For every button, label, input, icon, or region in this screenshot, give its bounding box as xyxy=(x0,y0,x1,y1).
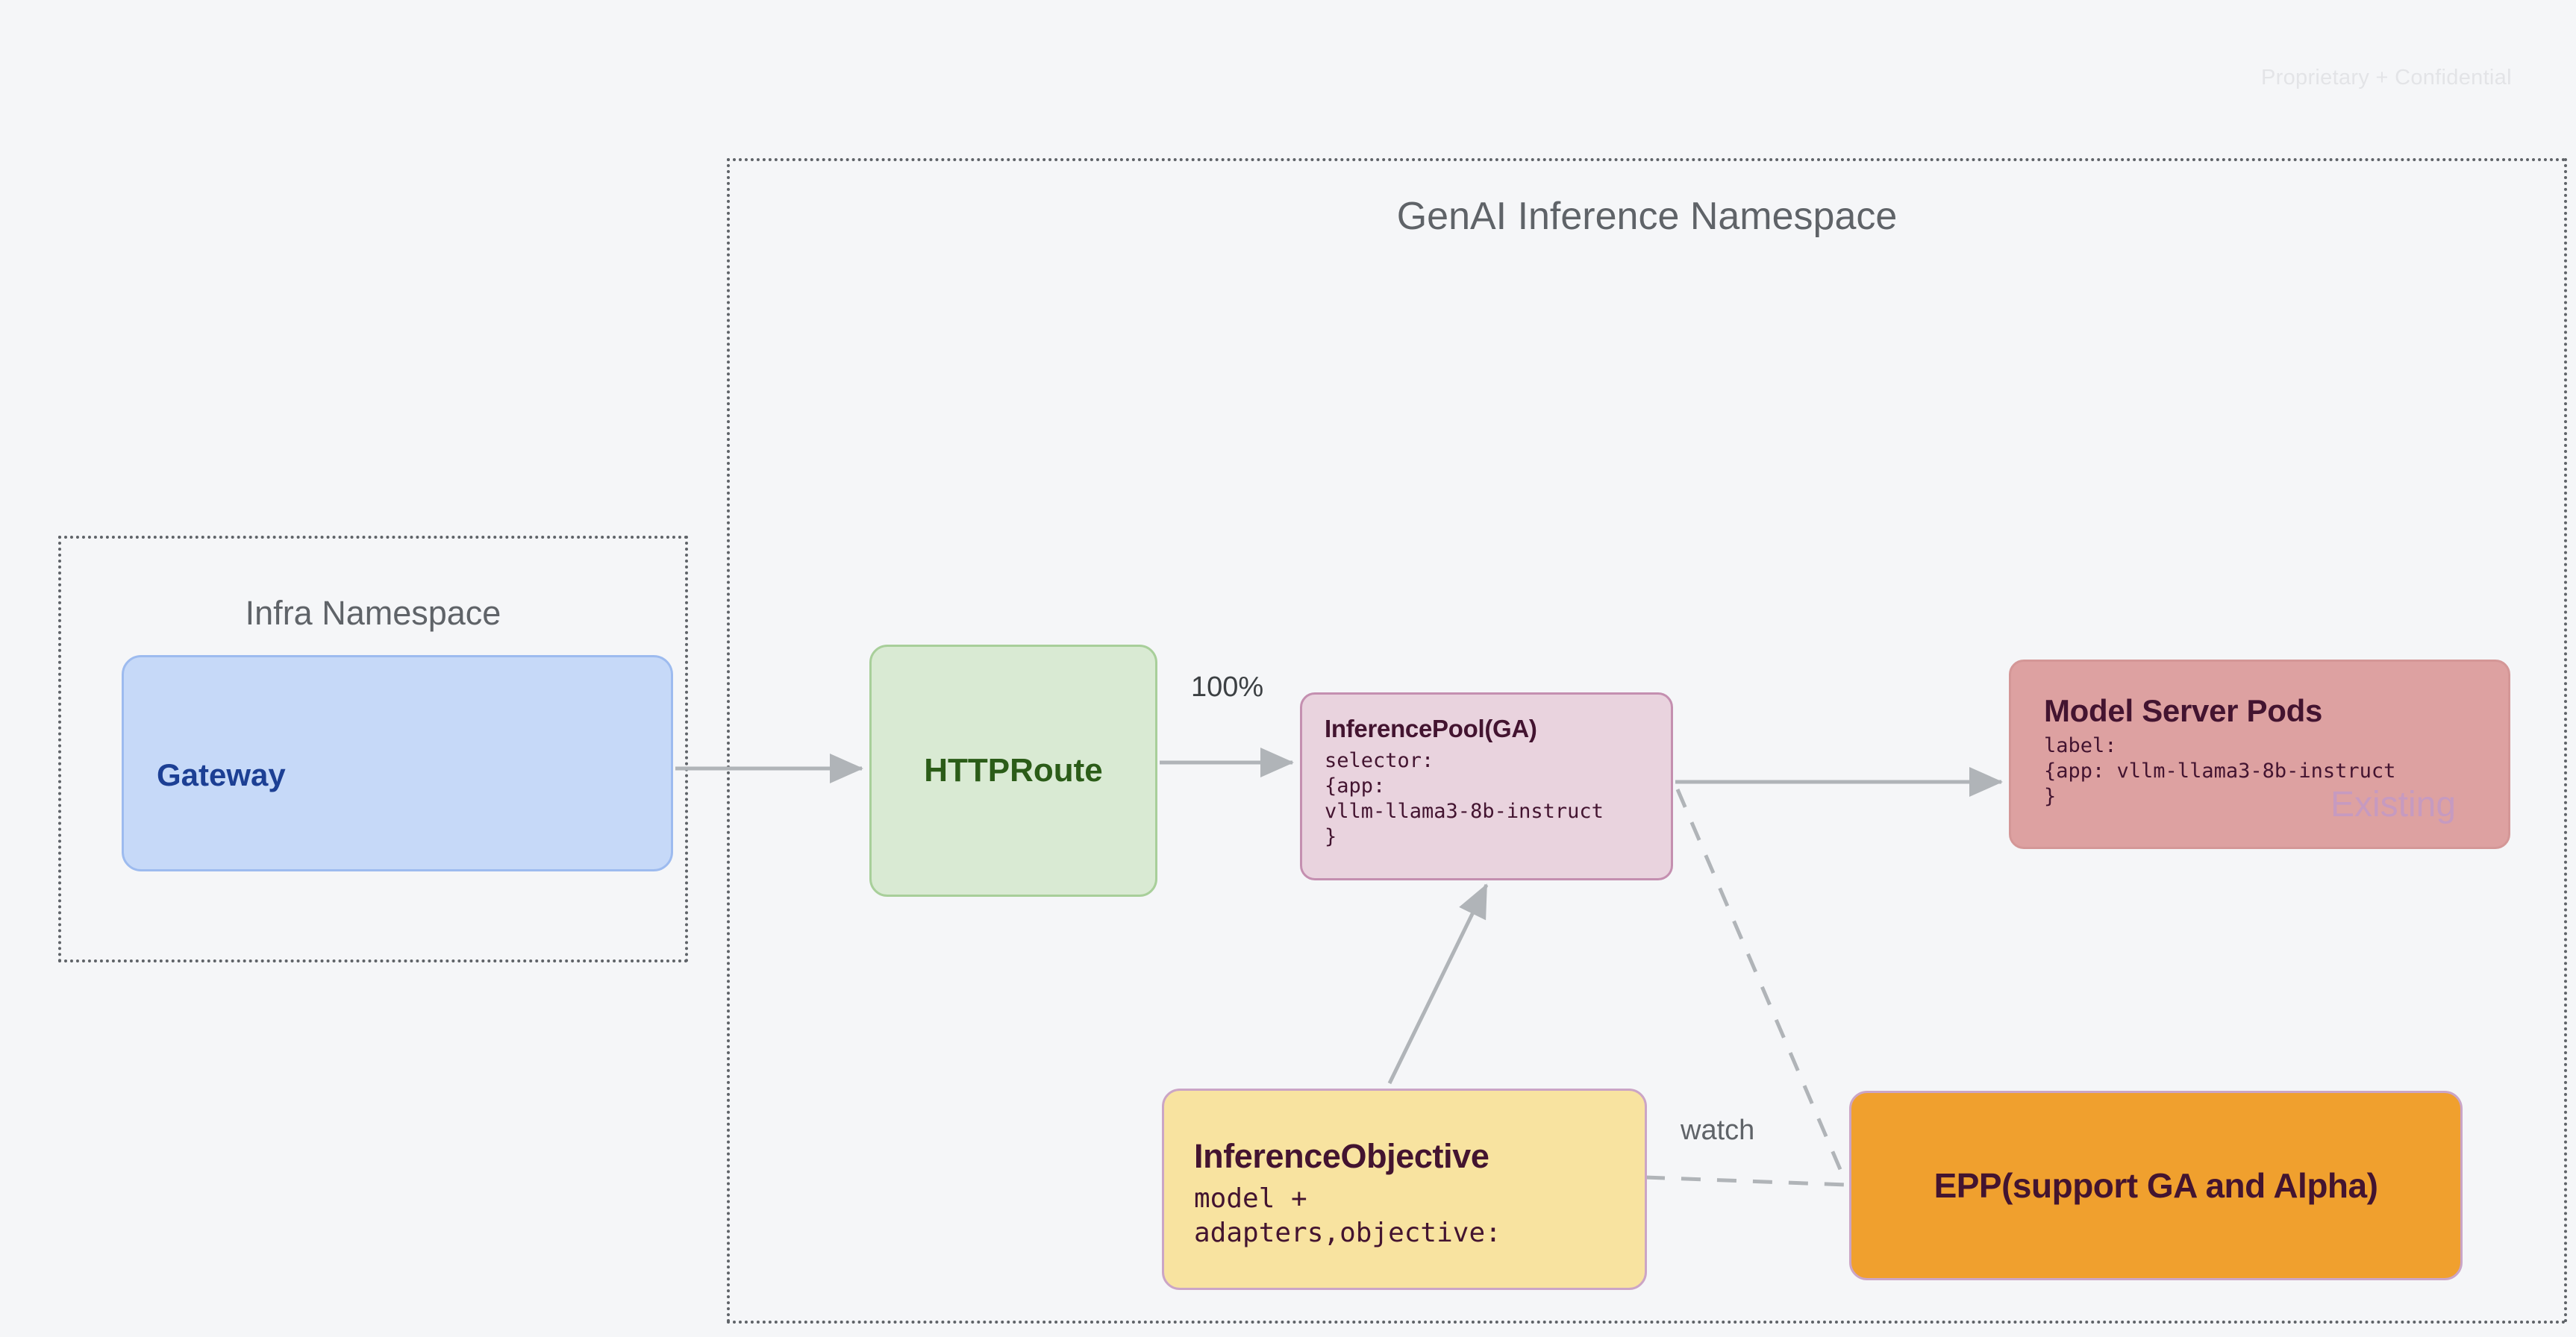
node-inference-objective-title: InferenceObjective xyxy=(1194,1137,1489,1175)
node-inference-pool-code: selector: {app: vllm-llama3-8b-instruct … xyxy=(1325,749,1604,848)
node-model-server-pods[interactable]: Model Server Pods label: {app: vllm-llam… xyxy=(2009,660,2510,849)
namespace-genai-title: GenAI Inference Namespace xyxy=(1396,195,1898,238)
node-model-server-pods-code: label: {app: vllm-llama3-8b-instruct } xyxy=(2044,734,2396,808)
node-gateway[interactable]: Gateway xyxy=(122,655,673,871)
namespace-genai: GenAI Inference Namespace xyxy=(727,158,2567,1324)
node-epp-title: EPP(support GA and Alpha) xyxy=(1933,1166,2378,1205)
edge-label-traffic-weight: 100% xyxy=(1191,671,1264,703)
namespace-infra: Infra Namespace xyxy=(58,536,688,962)
node-epp[interactable]: EPP(support GA and Alpha) xyxy=(1849,1091,2463,1280)
node-gateway-title: Gateway xyxy=(157,757,286,792)
namespace-infra-title: Infra Namespace xyxy=(245,594,501,632)
node-inference-objective-code: model + adapters,objective: xyxy=(1194,1183,1501,1248)
node-httproute-title: HTTPRoute xyxy=(924,752,1103,789)
node-inference-pool[interactable]: InferencePool(GA) selector: {app: vllm-l… xyxy=(1300,692,1673,880)
node-inference-objective[interactable]: InferenceObjective model + adapters,obje… xyxy=(1162,1089,1647,1290)
node-model-server-pods-title: Model Server Pods xyxy=(2044,693,2323,728)
node-httproute[interactable]: HTTPRoute xyxy=(869,645,1157,897)
existing-watermark: Existing xyxy=(2330,785,2457,824)
confidential-watermark: Proprietary + Confidential xyxy=(2261,66,2512,90)
edge-label-watch: watch xyxy=(1681,1115,1755,1146)
node-inference-pool-title: InferencePool(GA) xyxy=(1325,715,1537,742)
